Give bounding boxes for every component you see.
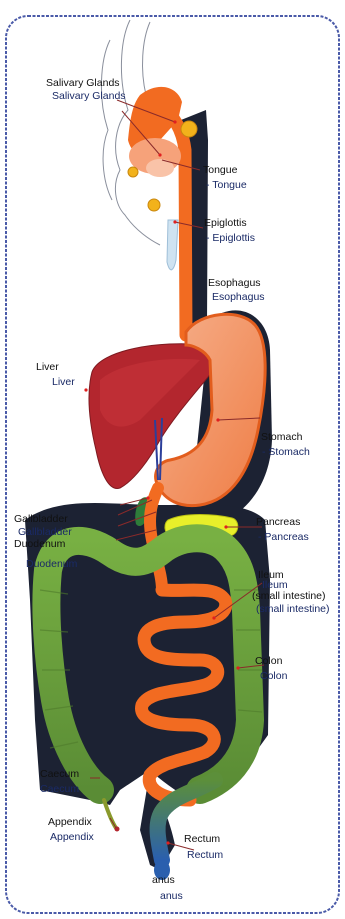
label-anus-2: anus [160, 890, 183, 902]
label-esophagus: Esophagus [208, 277, 261, 289]
label-duodenum: Duodenum [14, 538, 66, 550]
label-pancreas-2: - Pancreas [258, 531, 309, 543]
salivary-gland-2 [128, 167, 138, 177]
salivary-gland-1 [181, 121, 197, 137]
label-esophagus-2: Esophagus [212, 291, 265, 303]
label-rectum: Rectum [184, 833, 220, 845]
label-caecum: Caecum [40, 768, 79, 780]
label-stomach: Stomach [261, 431, 303, 443]
label-duodenum-2: Duodenum [26, 558, 78, 570]
label-small-intestine-2: (small intestine) [256, 603, 330, 615]
label-liver-2: Liver [52, 376, 75, 388]
label-salivary-glands: Salivary Glands [46, 77, 120, 89]
label-liver: Liver [36, 361, 59, 373]
label-epiglottis-2: - Epiglottis [206, 232, 255, 244]
label-epiglottis: Epiglottis [204, 217, 247, 229]
label-salivary-glands-2: Salivary Glands [52, 90, 126, 102]
label-caecum-2: Caecum [40, 783, 79, 795]
label-small-intestine: (small intestine) [252, 590, 326, 602]
label-colon-2: Colon [260, 670, 288, 682]
label-stomach-2: - Stomach [262, 446, 310, 458]
label-gallbladder: Gallbladder [14, 513, 68, 525]
label-tongue-2: - Tongue [206, 179, 247, 191]
label-appendix: Appendix [48, 816, 93, 828]
label-appendix-2: Appendix [50, 831, 95, 843]
trachea [167, 220, 178, 270]
label-gallbladder-2: Gallbladder [18, 526, 72, 538]
label-rectum-2: Rectum [187, 849, 223, 861]
label-tongue: Tongue [203, 164, 238, 176]
label-colon: Colon [255, 655, 283, 667]
label-pancreas: Pancreas [256, 516, 300, 528]
label-anus: anus [152, 874, 175, 886]
salivary-gland-3 [148, 199, 160, 211]
